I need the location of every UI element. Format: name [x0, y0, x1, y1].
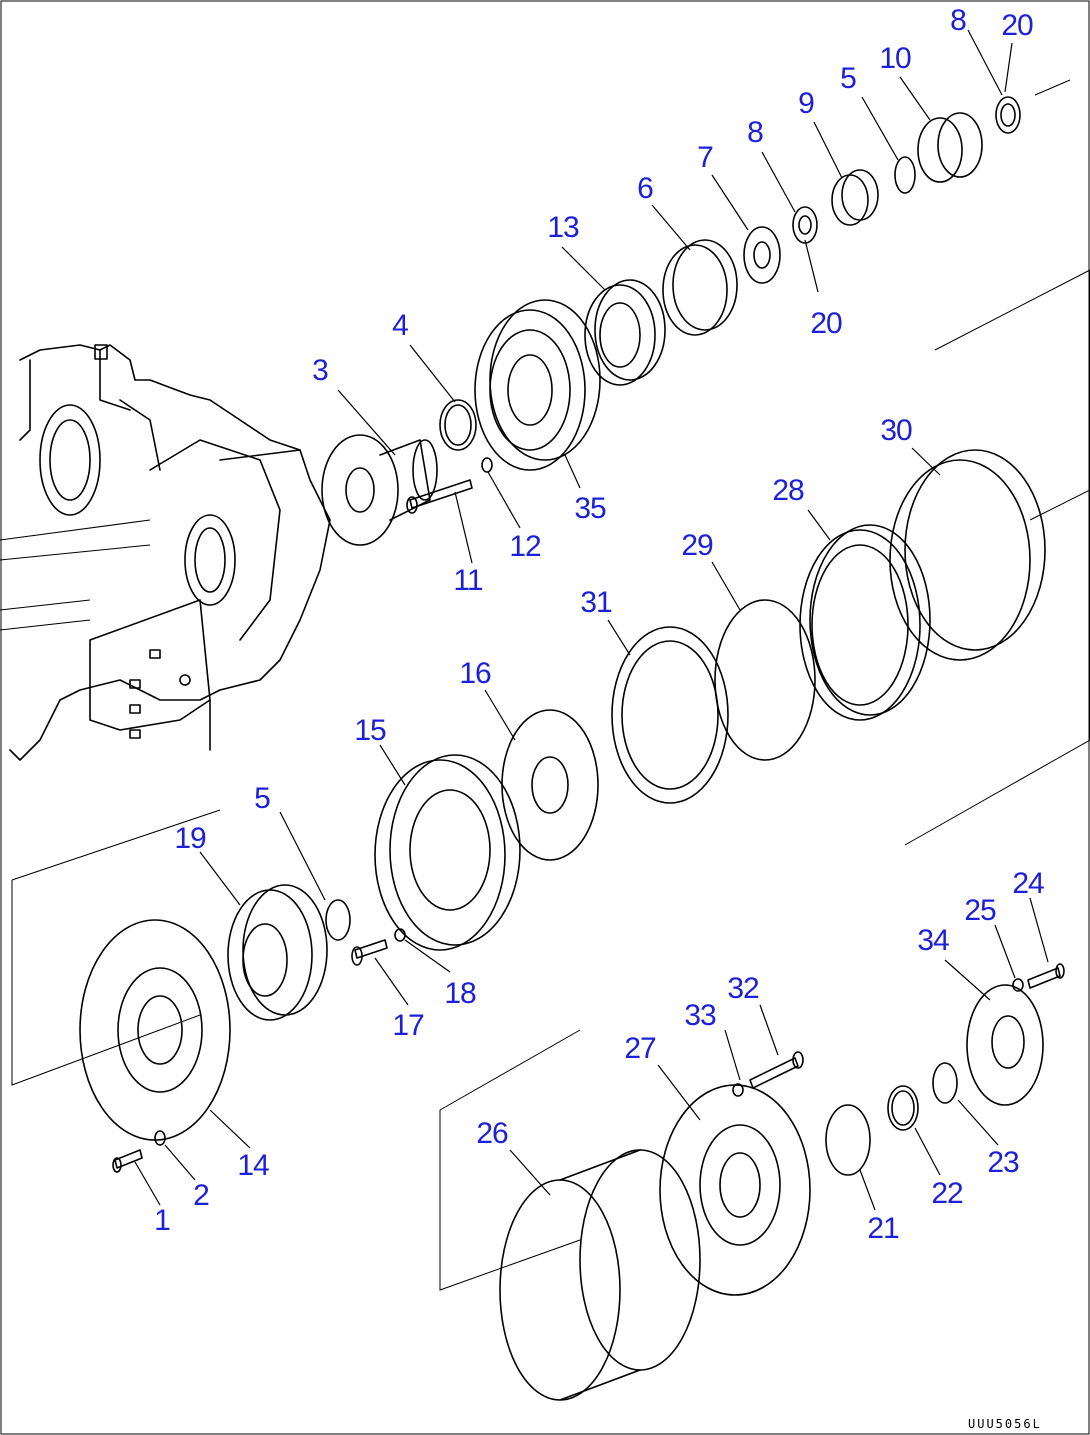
callout-25: 25	[964, 894, 996, 927]
part-15-carrier	[374, 754, 521, 951]
callout-22: 22	[931, 1177, 963, 1210]
callout-33: 33	[684, 999, 716, 1032]
callout-numbers: 1 2 3 4 5 5 6 7 8 8 9 10 11 12 13 14 15 …	[154, 4, 1045, 1245]
leader-lines	[134, 29, 1049, 1211]
callout-35: 35	[574, 492, 606, 525]
part-29-o-ring	[714, 599, 816, 761]
part-4-snap-ring	[439, 399, 477, 451]
part-23-clip	[932, 1062, 958, 1104]
callout-3: 3	[312, 354, 328, 387]
part-33-washer	[732, 1083, 744, 1097]
callout-15: 15	[354, 714, 386, 747]
callout-28: 28	[772, 474, 804, 507]
axle-housing	[9, 344, 331, 761]
callout-18: 18	[444, 977, 476, 1010]
callout-5-middle: 5	[254, 782, 270, 815]
callout-6: 6	[637, 172, 653, 205]
part-19-gear	[227, 884, 328, 1021]
callout-17: 17	[392, 1009, 424, 1042]
part-14-hub	[79, 919, 231, 1141]
part-2-washer	[154, 1130, 166, 1146]
callout-34: 34	[917, 924, 949, 957]
part-21-gear	[825, 1104, 871, 1176]
callout-31: 31	[580, 586, 612, 619]
part-16-plate	[501, 709, 599, 861]
callout-11: 11	[453, 564, 482, 597]
part-26-drum	[499, 1149, 701, 1401]
part-35-gear	[474, 299, 601, 471]
housing-ground-lines	[0, 519, 151, 631]
part-30-ring	[889, 449, 1046, 661]
callout-20-middle: 20	[810, 307, 842, 340]
part-17-bolt	[351, 939, 388, 966]
callout-24: 24	[1012, 867, 1044, 900]
callout-10: 10	[879, 42, 911, 75]
part-5-clip-b	[325, 899, 351, 941]
callout-26: 26	[476, 1117, 508, 1150]
callout-2: 2	[193, 1179, 209, 1212]
part-7-plate	[743, 226, 781, 284]
callout-8-middle: 8	[747, 116, 763, 149]
part-32-bolt	[749, 1051, 804, 1089]
callout-5-top: 5	[840, 62, 856, 95]
part-5-clip-a	[894, 156, 916, 194]
callout-14: 14	[237, 1149, 269, 1182]
part-27-sprocket	[659, 1084, 811, 1296]
part-11-bolt	[406, 479, 473, 514]
callout-21: 21	[867, 1212, 899, 1245]
part-28-ring	[799, 524, 931, 721]
part-3-shaft-flange	[321, 434, 438, 546]
callout-12: 12	[509, 530, 541, 563]
part-12-washer	[481, 457, 493, 473]
part-31-friction-disc	[611, 626, 729, 804]
part-34-cover	[966, 984, 1044, 1106]
guide-lines	[11, 79, 1090, 1291]
part-6-gear-block	[662, 239, 738, 336]
part-13-carrier	[584, 279, 666, 386]
part-8-20-ring-a	[792, 206, 818, 244]
part-9-bearing	[831, 169, 879, 226]
callout-19: 19	[174, 822, 206, 855]
callout-4: 4	[392, 309, 408, 342]
part-18-washer	[394, 928, 406, 942]
part-24-bolt	[1027, 963, 1065, 989]
part-22-ring	[887, 1085, 919, 1131]
callout-7: 7	[697, 141, 713, 174]
callout-9: 9	[798, 87, 814, 120]
callout-13: 13	[547, 211, 579, 244]
part-10-sleeve	[917, 112, 983, 183]
callout-30: 30	[880, 414, 912, 447]
part-8-20-ring-b	[995, 96, 1021, 134]
callout-29: 29	[681, 529, 713, 562]
callout-20-top: 20	[1001, 9, 1033, 42]
callout-23: 23	[987, 1146, 1019, 1179]
part-1-bolt	[112, 1149, 143, 1173]
callout-8-top: 8	[950, 4, 966, 37]
callout-1: 1	[154, 1204, 170, 1237]
callout-32: 32	[727, 972, 759, 1005]
callout-16: 16	[459, 657, 491, 690]
drawing-code: UUU5056L	[968, 1417, 1042, 1431]
part-25-washer	[1012, 978, 1024, 992]
callout-27: 27	[624, 1032, 656, 1065]
